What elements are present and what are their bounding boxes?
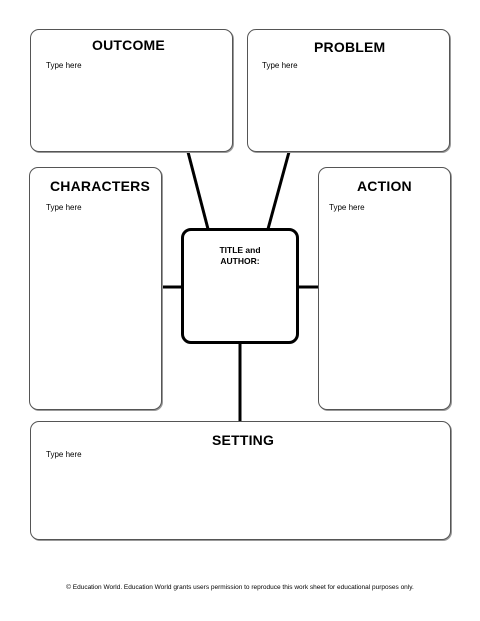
outcome-title: OUTCOME: [92, 37, 165, 53]
action-title: ACTION: [357, 178, 412, 194]
setting-input[interactable]: Type here: [46, 450, 82, 459]
action-input[interactable]: Type here: [329, 203, 365, 212]
characters-input[interactable]: Type here: [46, 203, 82, 212]
copyright-footer: © Education World. Education World grant…: [66, 584, 414, 591]
action-box[interactable]: ACTION Type here: [318, 167, 451, 410]
problem-box[interactable]: PROBLEM Type here: [247, 29, 450, 152]
characters-box[interactable]: CHARACTERS Type here: [29, 167, 162, 410]
problem-input[interactable]: Type here: [262, 61, 298, 70]
title-author-box[interactable]: TITLE and AUTHOR:: [181, 228, 299, 344]
connector-outcome: [186, 151, 210, 230]
connector-problem: [266, 151, 291, 230]
setting-title: SETTING: [212, 432, 275, 448]
setting-box[interactable]: SETTING Type here: [30, 421, 451, 540]
problem-title: PROBLEM: [314, 39, 386, 55]
outcome-box[interactable]: OUTCOME Type here: [30, 29, 233, 152]
title-author-label: TITLE and AUTHOR:: [219, 245, 261, 266]
outcome-input[interactable]: Type here: [46, 61, 82, 70]
characters-title: CHARACTERS: [50, 178, 150, 194]
